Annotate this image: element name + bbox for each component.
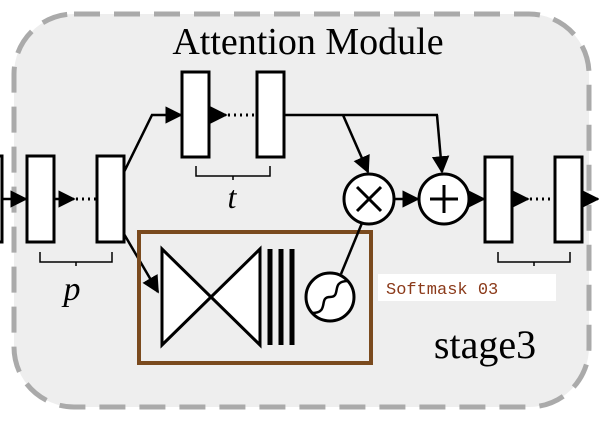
t-block-2 — [255, 70, 286, 159]
trunk-to-add-arrow — [431, 114, 450, 174]
p-block-2 — [95, 154, 126, 244]
out-block-1 — [483, 155, 514, 244]
mask-to-multiply-line — [339, 222, 364, 275]
input-block-partial — [0, 154, 4, 244]
p-block-1 — [25, 154, 56, 244]
add-icon — [417, 172, 471, 226]
trunk-branch-arrow — [122, 106, 183, 173]
module-panel — [11, 11, 592, 410]
hourglass-icon — [160, 245, 262, 349]
sigmoid-icon — [304, 271, 356, 323]
softmask-label: Softmask 03 — [386, 281, 498, 300]
trunk-to-multiply-arrow — [341, 114, 370, 174]
p-label: p — [62, 271, 81, 308]
soft-mask-box — [137, 230, 373, 365]
stage-label: stage3 — [434, 322, 536, 367]
out-block-2 — [553, 155, 584, 244]
t-label: t — [228, 179, 238, 215]
t-block-1 — [180, 70, 211, 159]
module-title: Attention Module — [172, 21, 443, 63]
multiply-icon — [342, 172, 396, 226]
softmask-label-bg — [378, 274, 556, 301]
